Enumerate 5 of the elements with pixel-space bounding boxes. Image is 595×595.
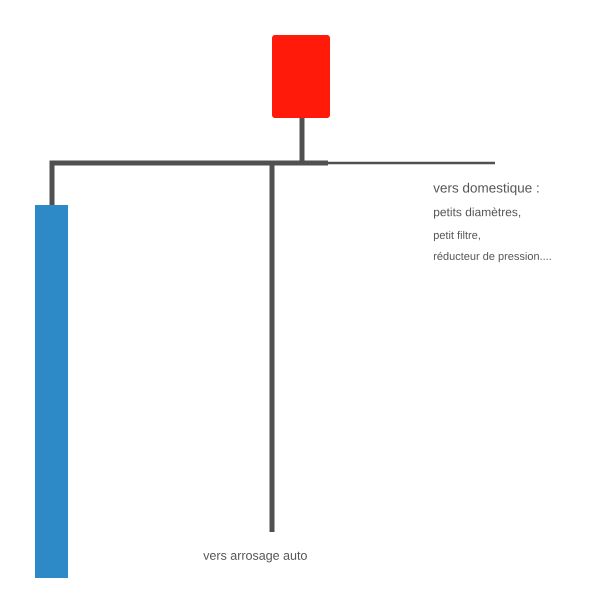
label: vers domestique :: [433, 182, 538, 196]
label: réducteur de pression....: [434, 252, 551, 262]
label: vers arrosage auto: [203, 552, 307, 562]
label: petit filtre,: [434, 230, 480, 242]
label: petits diamètres,: [434, 207, 520, 219]
